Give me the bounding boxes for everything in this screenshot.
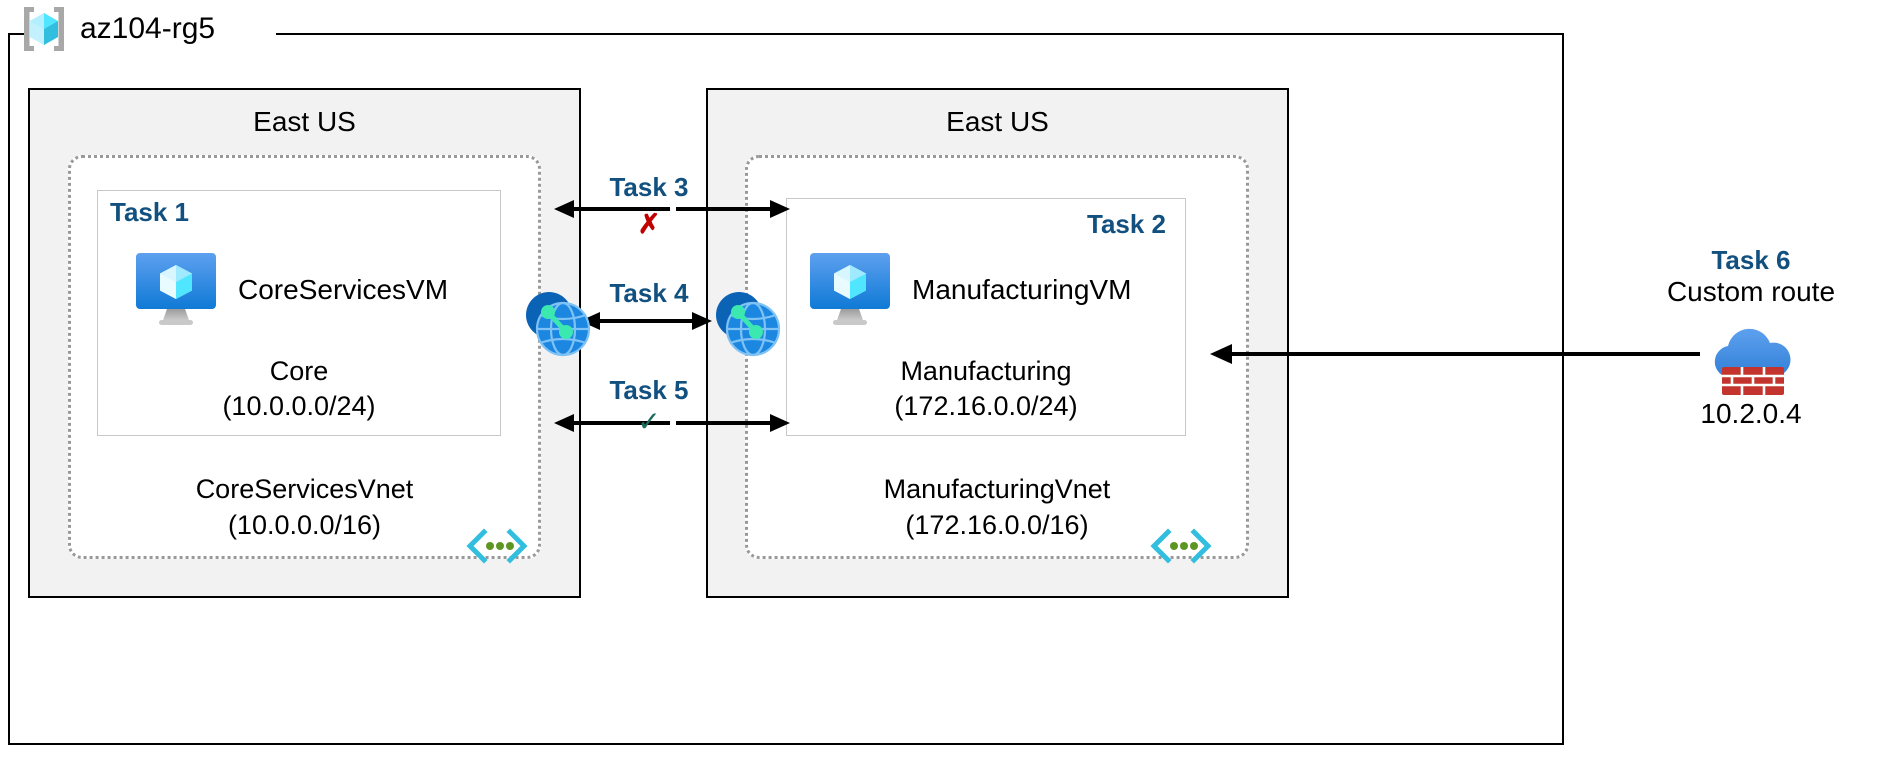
left-subnet-box <box>97 190 501 436</box>
resource-group-title-background <box>26 0 276 62</box>
vnet-peering-icon <box>709 285 785 361</box>
left-vnet-cidr-text: (10.0.0.0/16) <box>227 510 382 540</box>
task-5-status-marker: ✓ <box>637 406 661 437</box>
task-3-status-marker: ✗ <box>637 209 661 239</box>
right-vnet-name-text: ManufacturingVnet <box>883 474 1111 504</box>
left-vm: CoreServicesVM <box>132 251 448 329</box>
left-subnet-name-text: Core <box>269 356 329 386</box>
task-5-label: Task 5 <box>609 375 689 405</box>
right-subnet-name-text: Manufacturing <box>900 356 1072 386</box>
virtual-machine-icon <box>806 251 894 329</box>
task-5-connector-arrow <box>552 410 792 436</box>
right-subnet-cidr: (172.16.0.0/24) <box>786 389 1186 425</box>
custom-route-arrow <box>1208 341 1702 367</box>
left-vnet-cidr: (10.0.0.0/16) <box>68 508 541 544</box>
right-subnet-task-tag: Task 2 <box>1087 209 1167 239</box>
left-subnet-cidr-text: (10.0.0.0/24) <box>222 391 376 421</box>
vnet-peering-icon <box>519 285 595 361</box>
firewall-icon <box>1700 327 1806 401</box>
custom-route-label: Task 6 Custom route <box>1618 245 1884 308</box>
left-subnet-name: Core <box>97 354 501 390</box>
task-6-label: Task 6 <box>1711 245 1791 275</box>
task-3-label: Task 3 <box>609 172 689 202</box>
right-vm-name: ManufacturingVM <box>912 274 1132 305</box>
resource-group-title: az104-rg5 <box>18 3 215 55</box>
task-3-connector-arrow <box>552 196 792 222</box>
right-vnet-cidr: (172.16.0.0/16) <box>745 508 1249 544</box>
left-subnet-task-tag: Task 1 <box>110 197 190 227</box>
left-region-label: East US <box>253 106 356 137</box>
right-vm: ManufacturingVM <box>806 251 1131 329</box>
vnet-brackets-icon <box>1150 528 1212 564</box>
right-region-label: East US <box>946 106 1049 137</box>
custom-route-ip: 10.2.0.4 <box>1700 398 1802 429</box>
left-subnet-cidr: (10.0.0.0/24) <box>97 389 501 425</box>
left-vnet-name-text: CoreServicesVnet <box>195 474 414 504</box>
right-subnet-cidr-text: (172.16.0.0/24) <box>894 391 1078 421</box>
task-4-label: Task 4 <box>609 278 689 308</box>
resource-group-name: az104-rg5 <box>80 12 216 45</box>
right-subnet-name: Manufacturing <box>786 354 1186 390</box>
task-4-connector-arrow <box>578 308 714 334</box>
left-vm-name: CoreServicesVM <box>238 274 449 305</box>
right-vnet-name: ManufacturingVnet <box>745 472 1249 508</box>
custom-route-title: Custom route <box>1666 276 1836 307</box>
right-vnet-cidr-text: (172.16.0.0/16) <box>905 510 1089 540</box>
left-vnet-name: CoreServicesVnet <box>68 472 541 508</box>
virtual-machine-icon <box>132 251 220 329</box>
azure-resource-group-icon <box>18 3 70 55</box>
resource-group-frame <box>8 33 1564 745</box>
vnet-brackets-icon <box>466 528 528 564</box>
